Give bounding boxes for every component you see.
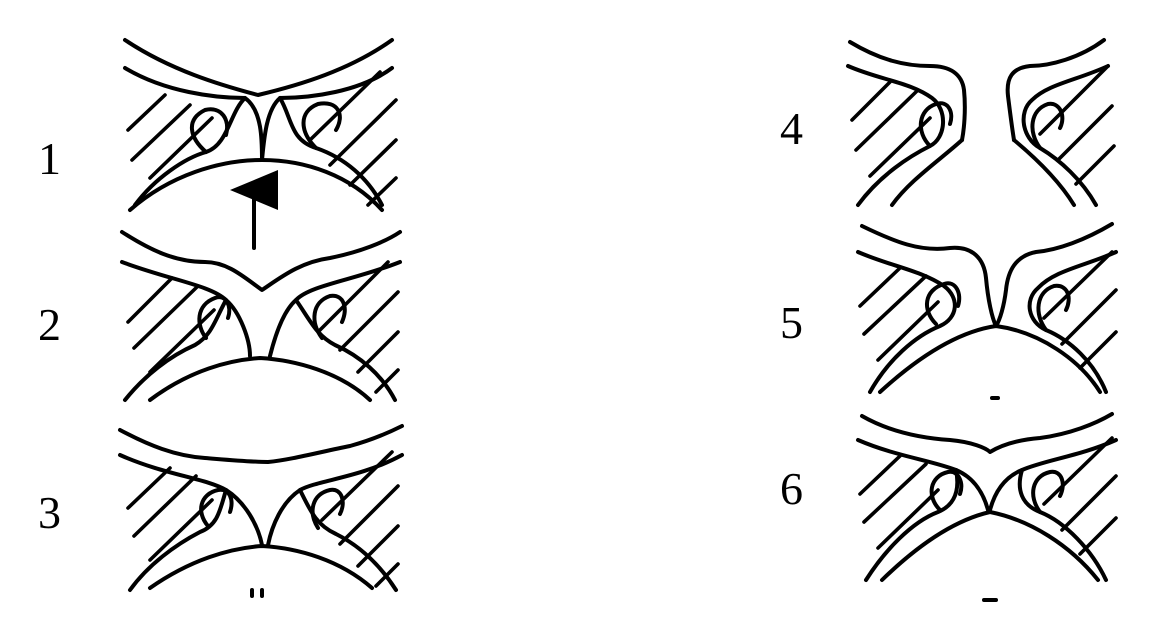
panel-label-4: 4 — [780, 103, 803, 154]
panel-1-sketch — [123, 38, 398, 250]
panel-label-1: 1 — [38, 133, 61, 184]
panel-label-2: 2 — [38, 299, 61, 350]
panel-3-sketch — [118, 424, 404, 598]
panel-6-sketch — [856, 412, 1118, 602]
panel-2-sketch — [120, 230, 402, 402]
panel-label-6: 6 — [780, 463, 803, 514]
panel-label-3: 3 — [38, 487, 61, 538]
panel-4-sketch — [846, 38, 1116, 207]
panel-label-5: 5 — [780, 297, 803, 348]
panel-5-sketch — [856, 222, 1118, 400]
